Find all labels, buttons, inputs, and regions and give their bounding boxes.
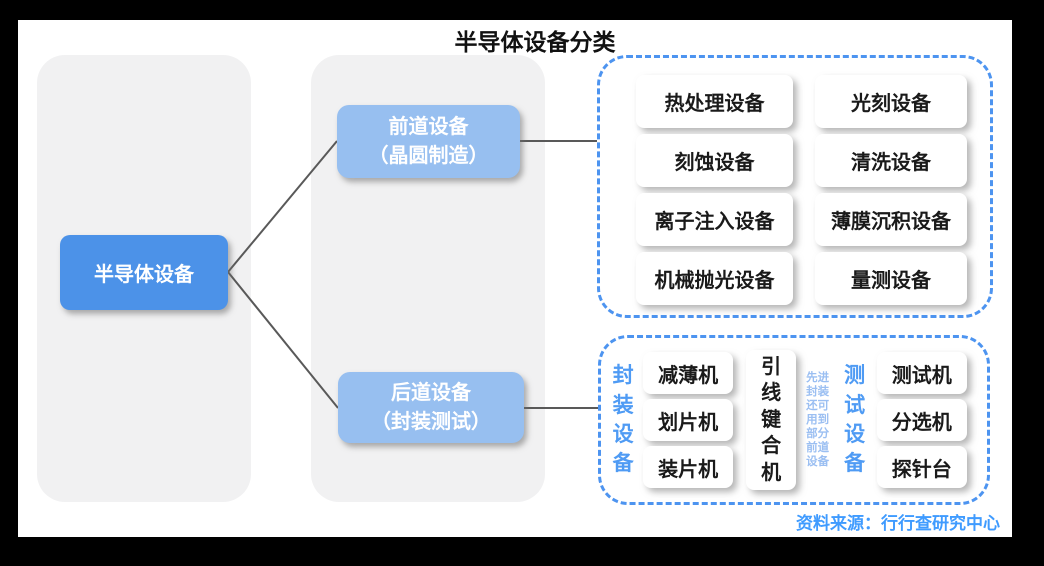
equipment-item-cmp: 机械抛光设备 xyxy=(636,252,793,305)
diagram-canvas: 半导体设备分类 半导体设备 前道设备 （晶圆制造） 后道设备 （封装测试） 热处… xyxy=(18,20,1012,537)
equipment-item-metrology: 量测设备 xyxy=(815,252,967,305)
data-source-note: 资料来源：行行查研究中心 xyxy=(796,514,1000,533)
equipment-item-probe-station: 探针台 xyxy=(876,446,967,488)
equipment-item-grinder: 减薄机 xyxy=(643,352,734,394)
page-title: 半导体设备分类 xyxy=(454,29,616,55)
testing-equipment-label: 测试设备 xyxy=(844,364,866,476)
packaging-equipment-label: 封装设备 xyxy=(612,364,634,476)
equipment-item-die-bonder: 装片机 xyxy=(643,446,734,488)
equipment-item-etching: 刻蚀设备 xyxy=(636,134,793,187)
packaging-items-column: 减薄机 划片机 装片机 xyxy=(643,352,734,488)
wire-bonder-label: 引线键合机 xyxy=(761,356,782,484)
node-label-line2: （晶圆制造） xyxy=(368,144,489,167)
equipment-item-tester: 测试机 xyxy=(876,352,967,394)
equipment-item-thin-film-deposition: 薄膜沉积设备 xyxy=(815,193,967,246)
back-end-equipment-group: 封装设备 减薄机 划片机 装片机 引线键合机 先进封装还可用到部分前道设备 测试… xyxy=(598,335,990,505)
equipment-item-sorter: 分选机 xyxy=(876,399,967,441)
equipment-item-wire-bonder: 引线键合机 xyxy=(746,350,797,490)
equipment-item-dicing-saw: 划片机 xyxy=(643,399,734,441)
equipment-item-heat-treatment: 热处理设备 xyxy=(636,75,793,128)
equipment-item-cleaning: 清洗设备 xyxy=(815,134,967,187)
node-front-end-equipment: 前道设备 （晶圆制造） xyxy=(337,105,520,178)
node-label-line1: 后道设备 xyxy=(391,381,471,404)
node-back-end-equipment: 后道设备 （封装测试） xyxy=(338,372,524,443)
equipment-item-ion-implantation: 离子注入设备 xyxy=(636,193,793,246)
advanced-packaging-note: 先进封装还可用到部分前道设备 xyxy=(806,371,830,469)
testing-items-column: 测试机 分选机 探针台 xyxy=(876,352,967,488)
front-end-equipment-group: 热处理设备 光刻设备 刻蚀设备 清洗设备 离子注入设备 薄膜沉积设备 机械抛光设… xyxy=(597,55,993,318)
node-label: 半导体设备 xyxy=(94,264,194,286)
node-label-line1: 前道设备 xyxy=(388,115,469,138)
node-label-line2: （封装测试） xyxy=(371,410,491,433)
node-semiconductor-equipment: 半导体设备 xyxy=(60,235,228,310)
equipment-item-lithography: 光刻设备 xyxy=(815,75,967,128)
